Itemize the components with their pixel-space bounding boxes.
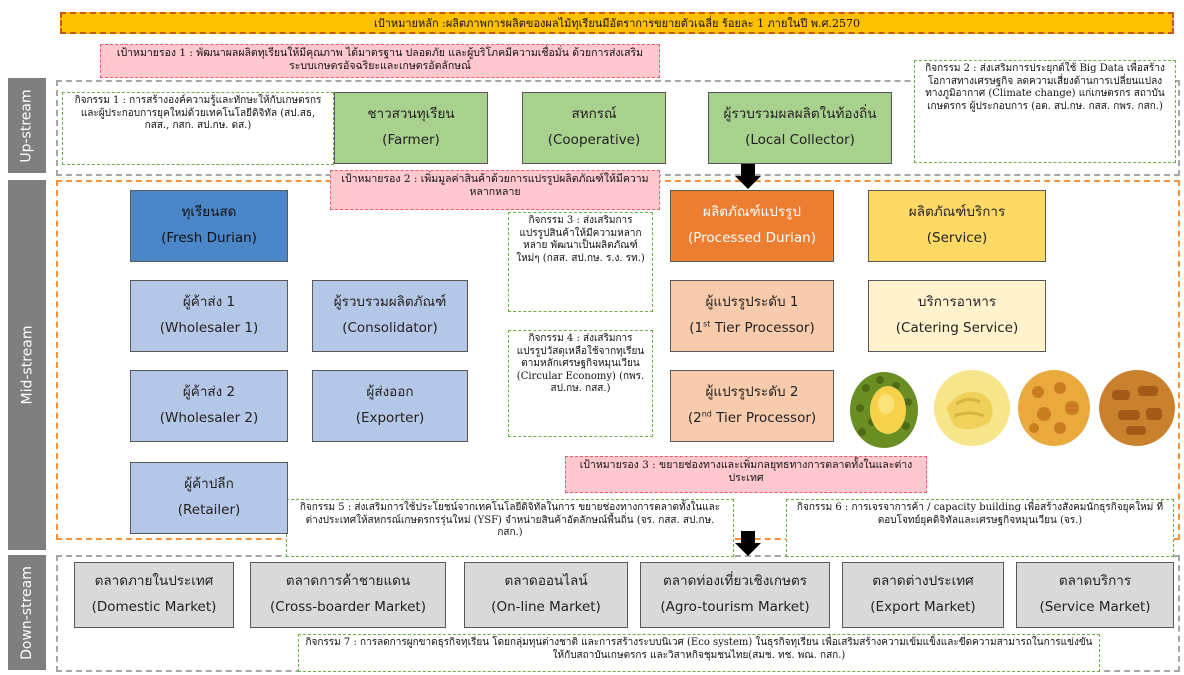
node-farmer: ชาวสวนทุเรียน(Farmer) — [334, 92, 488, 164]
node-tier2-processor: ผู้แปรรูประดับ 2 (2nd Tier Processor) — [670, 370, 834, 442]
activity-2: กิจกรรม 2 : ส่งเสริมการประยุกต์ใช้ Big D… — [914, 60, 1176, 163]
market-online: ตลาดออนไลน์(On-line Market) — [464, 562, 628, 628]
activity-6: กิจกรรม 6 : การเจรจาการค้า / capacity bu… — [786, 499, 1174, 557]
activity-4: กิจกรรม 4 : ส่งเสริมการแปรรูปวัสดุเหลือใ… — [508, 330, 653, 437]
node-catering-service: บริการอาหาร(Catering Service) — [868, 280, 1046, 352]
durian-dish-photo — [1099, 370, 1175, 446]
node-wholesaler-1: ผู้ค้าส่ง 1(Wholesaler 1) — [130, 280, 288, 352]
durian-photo — [850, 372, 918, 448]
node-wholesaler-2: ผู้ค้าส่ง 2(Wholesaler 2) — [130, 370, 288, 442]
node-fresh-durian: ทุเรียนสด(Fresh Durian) — [130, 190, 288, 262]
node-service: ผลิตภัณฑ์บริการ(Service) — [868, 190, 1046, 262]
durian-snack-photo — [1018, 370, 1090, 446]
arrow-head-upper — [735, 176, 761, 189]
activity-3: กิจกรรม 3 : ส่งเสริมการแปรรูปสินค้าให้มี… — [508, 212, 653, 312]
market-domestic: ตลาดภายในประเทศ(Domestic Market) — [74, 562, 234, 628]
market-cross-border: ตลาดการค้าชายแดน(Cross-boarder Market) — [250, 562, 446, 628]
upstream-label: Up-stream — [8, 78, 46, 173]
sub-goal-2: เป้าหมายรอง 2 : เพิ่มมูลค่าสินค้าด้วยการ… — [330, 170, 660, 210]
node-processed-durian: ผลิตภัณฑ์แปรรูป(Processed Durian) — [670, 190, 834, 262]
node-tier1-processor: ผู้แปรรูประดับ 1 (1st Tier Processor) — [670, 280, 834, 352]
node-local-collector: ผู้รวบรวมผลผลิตในท้องถิ่น(Local Collecto… — [708, 92, 892, 164]
node-retailer: ผู้ค้าปลีก(Retailer) — [130, 462, 288, 534]
market-service: ตลาดบริการ(Service Market) — [1016, 562, 1174, 628]
node-cooperative: สหกรณ์(Cooperative) — [522, 92, 666, 164]
downstream-label: Down-stream — [8, 555, 46, 670]
node-exporter: ผู้ส่งออก(Exporter) — [312, 370, 468, 442]
node-consolidator: ผู้รวบรวมผลิตภัณฑ์(Consolidator) — [312, 280, 468, 352]
durian-chips-photo — [934, 370, 1010, 446]
activity-1: กิจกรรม 1 : การสร้างองค์ความรู้และทักษะใ… — [62, 92, 334, 165]
sub-goal-1: เป้าหมายรอง 1 : พัฒนาผลผลิตทุเรียนให้มีค… — [100, 44, 660, 78]
arrow-mid-to-down — [741, 531, 755, 543]
activity-7: กิจกรรม 7 : การลดการผูกขาดธุรกิจทุเรียน … — [298, 634, 1100, 672]
arrow-head-lower — [735, 543, 761, 556]
activity-5: กิจกรรม 5 : ส่งเสริมการใช้ประโยชน์จากเทค… — [286, 499, 734, 557]
sub-goal-3: เป้าหมายรอง 3 : ขยายช่องทางและเพิ่มกลยุท… — [565, 456, 927, 493]
main-goal: เป้าหมายหลัก :ผลิตภาพการผลิตของผลไม้ทุเร… — [60, 12, 1174, 34]
arrow-collector-to-processed — [741, 164, 755, 176]
market-export: ตลาดต่างประเทศ(Export Market) — [842, 562, 1004, 628]
market-agro-tourism: ตลาดท่องเที่ยวเชิงเกษตร(Agro-tourism Mar… — [640, 562, 830, 628]
midstream-label: Mid-stream — [8, 180, 46, 550]
